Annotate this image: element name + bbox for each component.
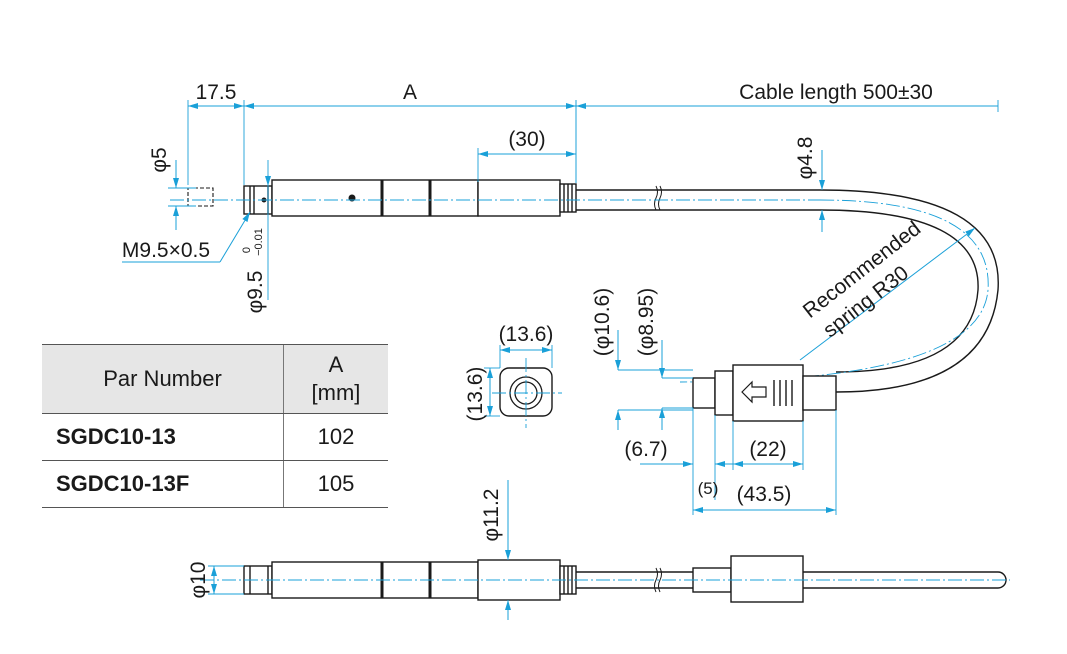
a-value-cell: 105: [283, 460, 388, 508]
dim-phi4-8: φ4.8: [794, 137, 817, 180]
top-view: [170, 179, 999, 393]
end-view: [492, 358, 562, 428]
dim-5: (5): [698, 479, 719, 498]
dim-phi10: φ10: [187, 562, 210, 599]
arrow-icon: [741, 380, 767, 404]
dim-13-6-height: (13.6): [464, 367, 487, 422]
table-header-row: Par Number A [mm]: [42, 344, 388, 414]
a-value-cell: 102: [283, 413, 388, 461]
connector: [692, 364, 837, 422]
dim-17-5: 17.5: [196, 81, 237, 104]
cable-break-mark: [654, 185, 662, 211]
table-row: SGDC10-13F 105: [42, 460, 388, 508]
header-part-number: Par Number: [42, 344, 284, 414]
header-a-unit: [mm]: [311, 380, 361, 405]
tol-lower: −0.01: [253, 228, 265, 256]
dim-phi10-6: (φ10.6): [591, 288, 614, 356]
dim-13-6-width: (13.6): [499, 323, 554, 346]
part-number-cell: SGDC10-13F: [42, 460, 284, 508]
table-row: SGDC10-13 102: [42, 413, 388, 461]
dim-30: (30): [508, 128, 545, 151]
part-number-table: Par Number A [mm] SGDC10-13 102 SGDC10-1…: [42, 344, 388, 508]
dim-43-5: (43.5): [737, 483, 792, 506]
dim-phi11-2: φ11.2: [480, 489, 503, 542]
dim-cable-length: Cable length 500±30: [739, 81, 933, 104]
dim-6-7: (6.7): [624, 438, 667, 461]
header-a: A [mm]: [283, 344, 388, 414]
part-number-cell: SGDC10-13: [42, 413, 284, 461]
dim-phi5: φ5: [148, 147, 171, 172]
tol-upper: 0: [241, 247, 253, 253]
header-a-label: A: [328, 352, 344, 377]
bottom-view: φ10 φ11.2: [187, 480, 1010, 620]
sleeve: [477, 179, 561, 217]
dim-phi9-5: φ9.5: [244, 271, 267, 314]
hidden-tip: [187, 187, 214, 207]
dim-a: A: [403, 81, 417, 104]
dim-thread: M9.5×0.5: [122, 239, 210, 262]
dim-phi8-95: (φ8.95): [635, 288, 658, 356]
dim-22: (22): [749, 438, 786, 461]
cable-inner: [576, 209, 979, 373]
main-shaft: [271, 179, 479, 217]
cable-outer: [576, 189, 999, 393]
